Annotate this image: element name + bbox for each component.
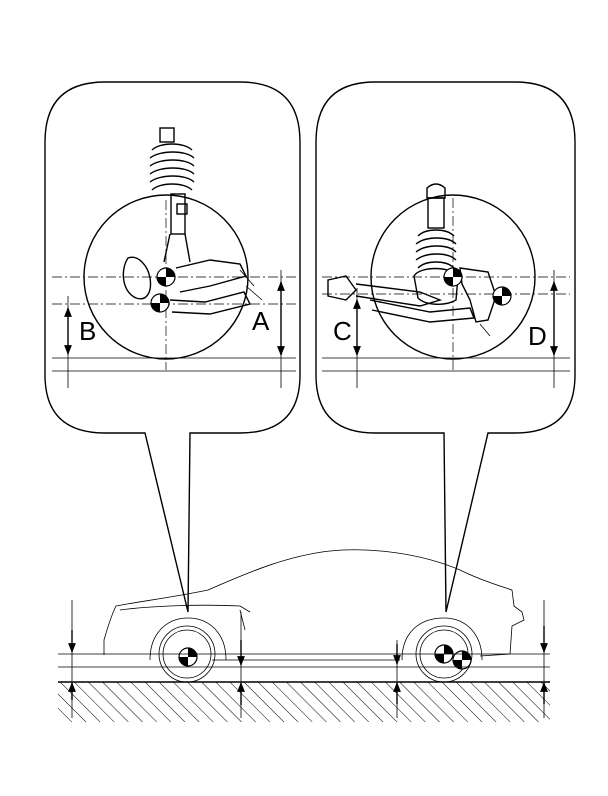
front-suspension-callout: B A <box>44 81 301 613</box>
hatched-ground-icon <box>58 681 550 722</box>
front-lower-center-marker-icon <box>150 293 170 313</box>
rear-lower-center-marker-icon <box>492 286 512 306</box>
dimension-d-label: D <box>528 321 547 351</box>
front-upper-center-marker-icon <box>156 267 176 287</box>
rear-suspension-callout: C D <box>315 81 576 613</box>
dimension-a-label: A <box>252 306 270 336</box>
rear-strut-suspension-icon <box>327 183 497 337</box>
front-wheel-center-marker-icon <box>178 647 198 667</box>
dimension-c-label: C <box>333 316 352 346</box>
rear-upper-center-marker-icon <box>443 267 463 287</box>
dimension-b-label: B <box>79 316 96 346</box>
front-strut-suspension-icon <box>122 127 263 315</box>
